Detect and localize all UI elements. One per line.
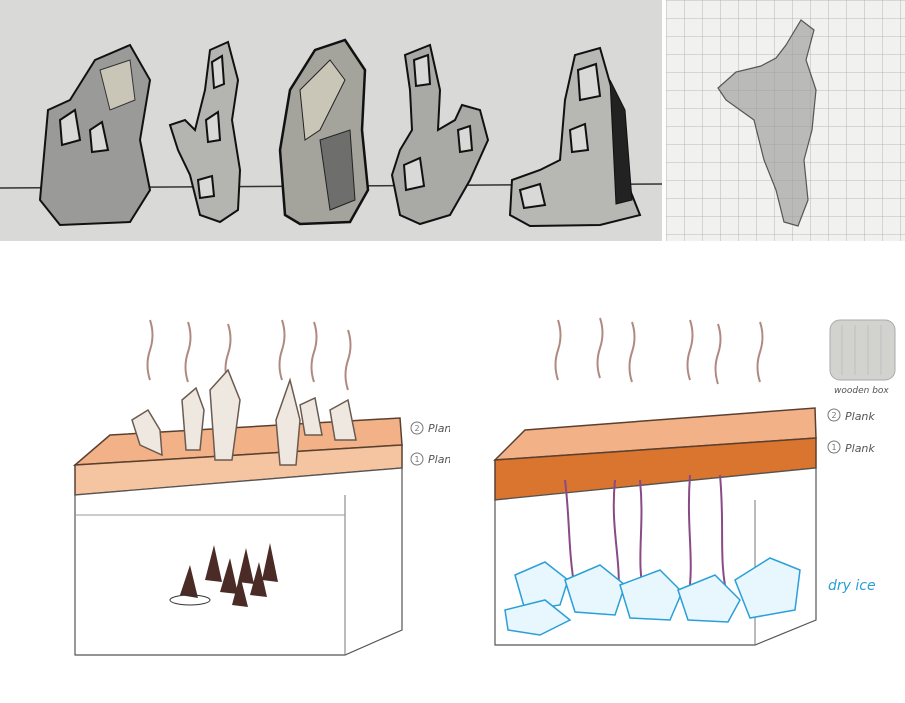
marker-1-circle (410, 452, 424, 466)
plank-label-lower: Plank (428, 453, 450, 466)
dry-ice-box-panel: 2 Plank 1 Plank dry ice wooden box (450, 300, 905, 703)
incense-cones (180, 543, 278, 607)
rock-sketch-5 (508, 46, 642, 228)
marker-2-circle (410, 421, 424, 435)
marker-2-text: 2 (414, 424, 419, 433)
rock-sketch-1 (38, 43, 152, 227)
marker-1-circle (827, 440, 841, 454)
incense-box-panel: 2 Plank 1 Plank (0, 300, 450, 703)
plank-label-upper: Plank (428, 422, 450, 435)
wood-grain (841, 325, 882, 375)
marker-2-circle (827, 408, 841, 422)
dry-ice-label: dry ice (828, 578, 876, 594)
plank-label-upper: Plank (845, 410, 875, 423)
marker-1-text: 1 (414, 455, 419, 464)
smoke-lines (146, 319, 352, 391)
incense-rocks (131, 368, 357, 466)
marker-1-text: 1 (831, 443, 836, 452)
rock-sketch-4 (390, 43, 490, 226)
pencil-rock-sketch (717, 19, 817, 227)
rock-sketch-panel (0, 0, 662, 241)
wooden-box-label: wooden box (834, 386, 889, 396)
rock-sketch-3 (278, 38, 370, 226)
incense-box-drawing: 2 Plank 1 Plank (72, 319, 450, 656)
grid-paper-drawing (666, 0, 905, 241)
marker-2-text: 2 (831, 411, 836, 420)
box-body (74, 467, 403, 656)
grid-sketch-panel (666, 0, 905, 241)
rock-sketch-drawing (0, 38, 662, 228)
dry-ice-box-drawing: 2 Plank 1 Plank dry ice wooden box (493, 317, 896, 646)
incense-dish (169, 594, 211, 606)
smoke-lines (554, 317, 764, 385)
wooden-box-swatch (829, 319, 896, 381)
dry-ice-chunks (504, 557, 801, 636)
plank-label-lower: Plank (845, 442, 875, 455)
rock-sketch-2 (168, 40, 242, 224)
